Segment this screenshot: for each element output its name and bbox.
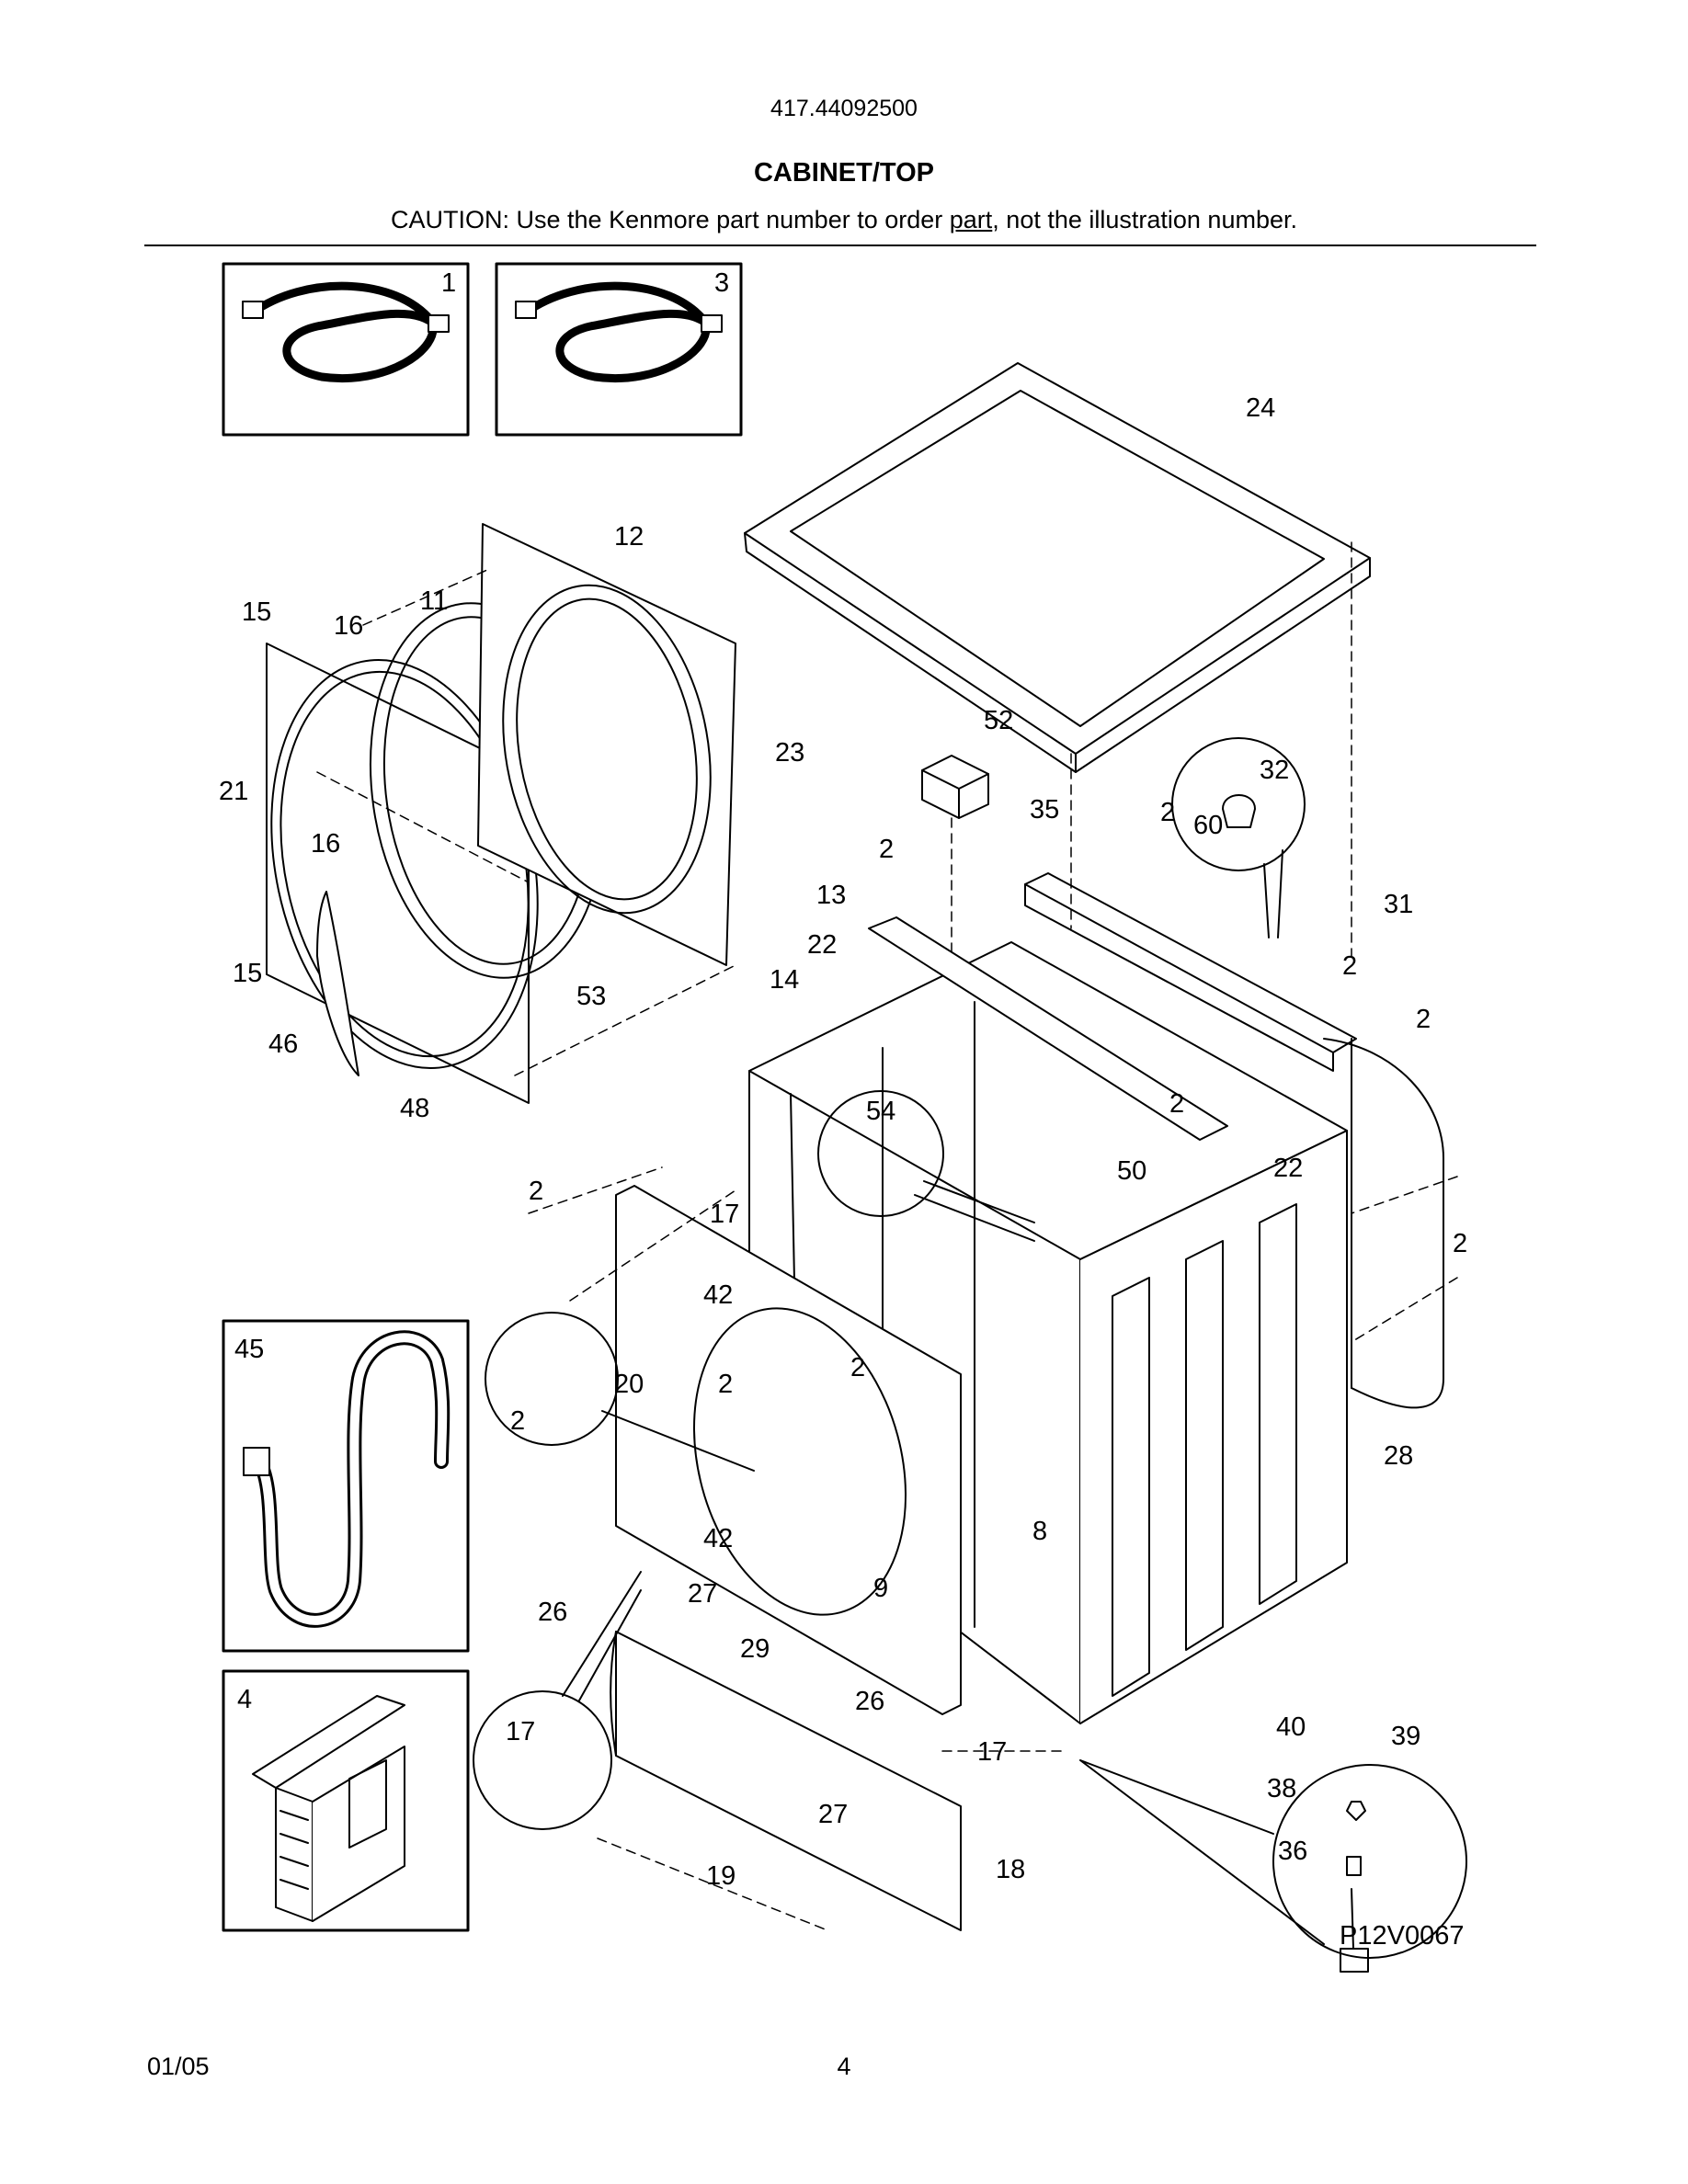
front-panel-48 <box>266 643 539 1104</box>
callout-9: 9 <box>873 1574 888 1603</box>
section-title: CABINET/TOP <box>753 158 935 188</box>
callout-45: 45 <box>234 1335 264 1364</box>
callout-11: 11 <box>420 586 448 616</box>
callout-2-g: 2 <box>1453 1229 1467 1258</box>
callout-26-left: 26 <box>538 1598 567 1627</box>
caution-text-end: , not the illustration number. <box>992 206 1297 233</box>
callout-40: 40 <box>1276 1712 1306 1742</box>
callout-15-top: 15 <box>242 597 271 627</box>
assembly-lines <box>316 541 1458 1931</box>
callout-19: 19 <box>706 1861 736 1891</box>
callout-22-left: 22 <box>807 930 837 960</box>
caution-underlined-word: part <box>949 206 993 233</box>
callout-2-e: 2 <box>1169 1089 1184 1119</box>
callout-54: 54 <box>866 1097 895 1126</box>
callout-17-inset: 17 <box>506 1717 535 1746</box>
cabinet-body <box>748 941 1348 1724</box>
door-frame-12 <box>477 523 736 966</box>
callout-18: 18 <box>996 1855 1025 1884</box>
callout-60: 60 <box>1193 811 1223 840</box>
caution-text: CAUTION: Use the Kenmore part number to … <box>391 206 950 233</box>
callout-2-i: 2 <box>850 1353 865 1382</box>
callout-2-f: 2 <box>529 1177 543 1206</box>
figure-code: P12V0067 <box>1340 1921 1464 1951</box>
callout-42-top: 42 <box>703 1280 733 1310</box>
crossbar-50 <box>868 916 1228 1141</box>
box-52 <box>921 755 989 819</box>
inset-hose-3 <box>495 262 743 437</box>
lower-front-panel-29 <box>615 1185 962 1715</box>
callout-32: 32 <box>1260 756 1289 785</box>
callout-46: 46 <box>268 1029 298 1059</box>
callout-29: 29 <box>740 1634 770 1664</box>
callout-31: 31 <box>1384 890 1413 919</box>
inset-drain-hose-45 <box>222 1319 470 1653</box>
top-panel <box>744 362 1371 773</box>
callout-36: 36 <box>1278 1837 1307 1866</box>
callout-26-right: 26 <box>855 1687 884 1716</box>
header-divider <box>144 245 1536 246</box>
footer-date: 01/05 <box>147 2053 210 2080</box>
callout-2-j: 2 <box>510 1406 525 1436</box>
callout-14: 14 <box>770 965 799 995</box>
inset-bracket-4 <box>222 1669 470 1932</box>
callout-12: 12 <box>614 522 644 552</box>
leveling-leg-inset <box>473 737 1467 1973</box>
callout-17-top: 17 <box>710 1200 739 1229</box>
callout-52: 52 <box>984 706 1013 735</box>
callout-27-top: 27 <box>688 1579 717 1609</box>
callout-4: 4 <box>237 1685 252 1714</box>
callout-8: 8 <box>1032 1517 1047 1546</box>
model-number: 417.44092500 <box>770 96 918 121</box>
callout-1: 1 <box>441 268 456 298</box>
callout-2-c: 2 <box>1342 951 1357 981</box>
callout-50: 50 <box>1117 1156 1146 1186</box>
callout-48: 48 <box>400 1094 429 1123</box>
callout-21: 21 <box>219 777 248 806</box>
callout-53: 53 <box>576 982 606 1011</box>
page-number: 4 <box>837 2053 851 2080</box>
callout-28: 28 <box>1384 1441 1413 1471</box>
callout-23: 23 <box>775 738 804 768</box>
callout-38: 38 <box>1267 1774 1296 1803</box>
callout-2-a: 2 <box>1160 798 1175 827</box>
callout-42-bottom: 42 <box>703 1524 733 1553</box>
callout-2-d: 2 <box>1416 1005 1431 1034</box>
callout-24: 24 <box>1246 393 1275 423</box>
control-bracket-35 <box>1024 872 1357 1072</box>
callout-15-bottom: 15 <box>233 959 262 988</box>
callout-labels: 1 3 24 12 11 15 16 21 23 52 32 35 2 60 2… <box>219 268 1467 1951</box>
callout-3: 3 <box>714 268 729 298</box>
callout-17-bottom: 17 <box>977 1737 1007 1767</box>
callout-2-h: 2 <box>718 1370 733 1399</box>
callout-13: 13 <box>816 881 846 910</box>
callout-39: 39 <box>1391 1722 1420 1751</box>
caution-note: CAUTION: Use the Kenmore part number to … <box>0 206 1688 234</box>
callout-2-b: 2 <box>879 835 894 864</box>
inset-hose-1 <box>222 262 470 437</box>
callout-16-top: 16 <box>334 611 363 641</box>
toe-kick-18 <box>610 1631 962 1931</box>
callout-27-bottom: 27 <box>818 1800 848 1829</box>
callout-35: 35 <box>1030 795 1059 825</box>
callout-20: 20 <box>614 1370 644 1399</box>
callout-22-right: 22 <box>1273 1154 1303 1183</box>
callout-16-bottom: 16 <box>311 829 340 859</box>
